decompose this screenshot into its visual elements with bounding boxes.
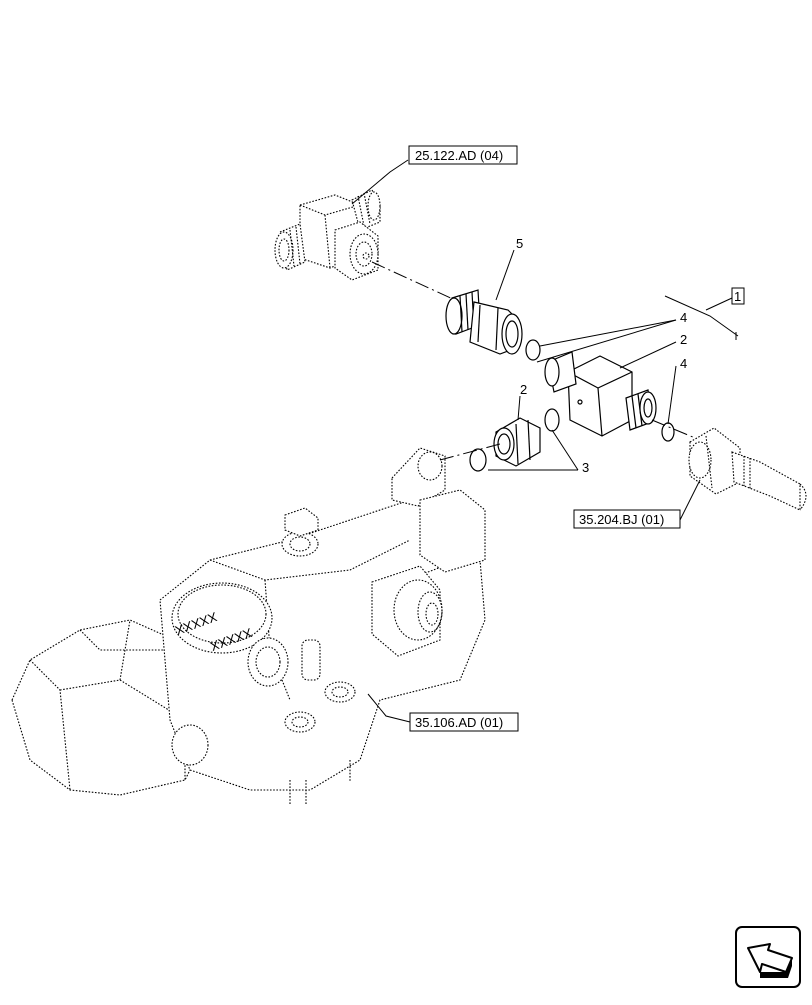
callout-label-4a: 4: [680, 310, 687, 325]
adapter-item-5: [445, 289, 523, 355]
callout-label-4b: 4: [680, 356, 687, 371]
callout-label-2b: 2: [520, 382, 527, 397]
o-ring-item-3a: [544, 408, 560, 432]
callout-label-1: 1: [734, 289, 741, 304]
callout-label-2a: 2: [680, 332, 687, 347]
callout-label-5: 5: [516, 236, 523, 251]
plug-nut-item-2: [493, 417, 541, 467]
leader-lines: [351, 159, 739, 723]
ref-box-right[interactable]: 35.204.BJ (01): [573, 509, 681, 529]
tee-block-item-2: [544, 351, 657, 437]
centerline-upper: [371, 261, 456, 301]
tee-fitting-upper: [274, 189, 381, 281]
centerline-right: [651, 419, 701, 441]
ref-label-top[interactable]: 25.122.AD (04): [415, 148, 503, 163]
callout-item-1: 1: [731, 287, 745, 305]
hose-end: [688, 427, 807, 511]
ref-box-bottom[interactable]: 35.106.AD (01): [409, 712, 519, 732]
o-ring-item-4a: [525, 339, 541, 361]
main-valve-housing: XXXXX XXXXX: [11, 447, 486, 805]
ref-label-right[interactable]: 35.204.BJ (01): [579, 512, 664, 527]
o-ring-item-4b: [661, 422, 675, 442]
o-ring-item-3b: [469, 448, 487, 472]
back-arrow-icon[interactable]: [735, 926, 801, 988]
ref-label-bottom[interactable]: 35.106.AD (01): [415, 715, 503, 730]
callout-label-3: 3: [582, 460, 589, 475]
centerline-lower: [439, 443, 501, 461]
ref-box-top[interactable]: 25.122.AD (04): [408, 145, 518, 165]
